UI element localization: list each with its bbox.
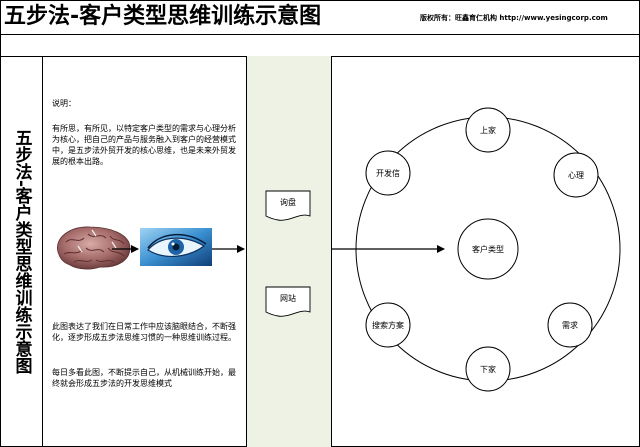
copyright-text: 版权所有：旺鑫育仁机构 http://www.yesingcorp.com	[420, 14, 608, 22]
node-label-demand: 需求	[562, 320, 578, 330]
node-label-downstream: 下家	[480, 364, 496, 374]
description-paragraph-2: 此图表达了我们在日常工作中应该脑眼结合，不断强化，逐步形成五步法思维习惯的一种思…	[52, 322, 236, 342]
dev-letter-node	[365, 150, 411, 196]
downstream-node	[465, 346, 511, 392]
document-shape-inquiry	[265, 190, 311, 221]
node-label-upstream: 上家	[480, 125, 496, 135]
customer-type-node	[457, 218, 519, 280]
eye-image	[140, 228, 212, 266]
sidebar-title: 五步法-客户类型思维训练示意图	[2, 56, 42, 447]
document-shape-website	[265, 286, 311, 317]
description-label: 说明：	[52, 99, 76, 108]
upstream-node	[465, 107, 511, 153]
node-label-search-plan: 搜索方案	[372, 320, 404, 330]
sidebar-divider	[42, 56, 43, 447]
center-node-label: 客户类型	[472, 244, 504, 254]
page-title: 五步法-客户类型思维训练示意图	[4, 4, 322, 29]
node-label-psychology: 心理	[568, 171, 584, 180]
psychology-node	[553, 152, 599, 198]
sidebar-title-text: 五步法-客户类型思维训练示意图	[11, 128, 32, 375]
node-label-dev-letter: 开发信	[376, 168, 400, 178]
process-lane	[246, 56, 332, 447]
description-paragraph-1: 有所思，有所见，以特定客户类型的需求与心理分析为核心，把自己的产品与服务融入到客…	[52, 124, 236, 166]
brain-image	[57, 226, 131, 270]
doc-bottom-label: 网站	[280, 293, 296, 303]
header-divider	[0, 34, 640, 35]
demand-node	[547, 302, 593, 348]
description-paragraph-3: 每日多看此图，不断提示自己，从机械训练开始，最终就会形成五步法的开发思维模式	[52, 368, 236, 388]
search-plan-node	[365, 302, 411, 348]
doc-top-label: 询盘	[280, 197, 296, 207]
